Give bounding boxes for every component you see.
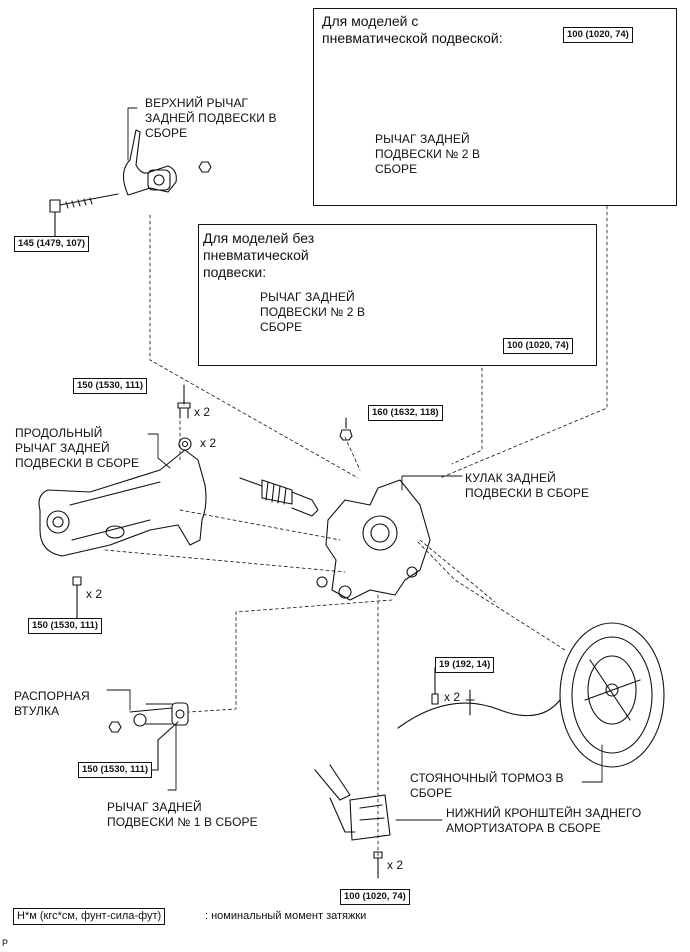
trailing-arm-torque-top: 150 (1530, 111) (73, 378, 148, 394)
air-arm2-label: РЫЧАГ ЗАДНЕЙ ПОДВЕСКИ № 2 В СБОРЕ (375, 132, 481, 176)
parking-brake-bolt-count: x 2 (444, 690, 461, 704)
coil-suspension-title: Для моделей без пневматической подвески: (203, 230, 315, 280)
lower-arm1-torque-badge: 150 (1530, 111) (78, 762, 153, 778)
corner-mark: P (2, 938, 9, 948)
knuckle-label: КУЛАК ЗАДНЕЙ ПОДВЕСКИ В СБОРЕ (465, 471, 590, 500)
legend-unit-box: Н*м (кгс*см, фунт-сила-фут) (13, 908, 166, 925)
shock-bracket-drawing (314, 764, 391, 879)
parking-brake-label: СТОЯНОЧНЫЙ ТОРМОЗ В СБОРЕ (410, 771, 564, 800)
driveshaft-drawing (239, 477, 319, 517)
trailing-arm-washer-count: x 2 (200, 436, 217, 450)
upper-arm-drawing (49, 129, 212, 237)
coil-torque-badge: 100 (1020, 74) (503, 338, 573, 354)
lower-arm1-label: РЫЧАГ ЗАДНЕЙ ПОДВЕСКИ № 1 В СБОРЕ (107, 800, 258, 829)
parking-brake-drawing (397, 622, 665, 768)
shock-bracket-bolt-count: x 2 (387, 858, 404, 872)
trailing-arm-drawing (38, 384, 207, 619)
leader-lines (106, 107, 603, 821)
assembly-dashed-lines (104, 199, 608, 861)
knuckle-drawing (316, 417, 431, 601)
trailing-arm-bottom-count: x 2 (86, 587, 103, 601)
knuckle-nut-torque-badge: 160 (1632, 118) (368, 405, 443, 421)
parking-brake-torque-badge: 19 (192, 14) (435, 657, 495, 673)
spacer-label: РАСПОРНАЯ ВТУЛКА (14, 689, 90, 718)
upper-arm-label: ВЕРХНИЙ РЫЧАГ ЗАДНЕЙ ПОДВЕСКИ В СБОРЕ (145, 96, 277, 140)
air-suspension-title: Для моделей с пневматической подвеской: (322, 13, 503, 46)
air-torque-badge: 100 (1020, 74) (563, 27, 633, 43)
shock-bracket-torque-badge: 100 (1020, 74) (340, 889, 410, 905)
trailing-arm-label: ПРОДОЛЬНЫЙ РЫЧАГ ЗАДНЕЙ ПОДВЕСКИ В СБОРЕ (15, 426, 140, 470)
trailing-arm-bolt-count: x 2 (194, 405, 211, 419)
legend-text: : номинальный момент затяжки (205, 910, 367, 922)
shock-bracket-label: НИЖНИЙ КРОНШТЕЙН ЗАДНЕГО АМОРТИЗАТОРА В … (446, 806, 642, 835)
coil-arm2-label: РЫЧАГ ЗАДНЕЙ ПОДВЕСКИ № 2 В СБОРЕ (260, 290, 366, 334)
upper-arm-torque-badge: 145 (1479, 107) (14, 236, 90, 252)
trailing-arm-torque-bottom: 150 (1530, 111) (28, 618, 103, 634)
